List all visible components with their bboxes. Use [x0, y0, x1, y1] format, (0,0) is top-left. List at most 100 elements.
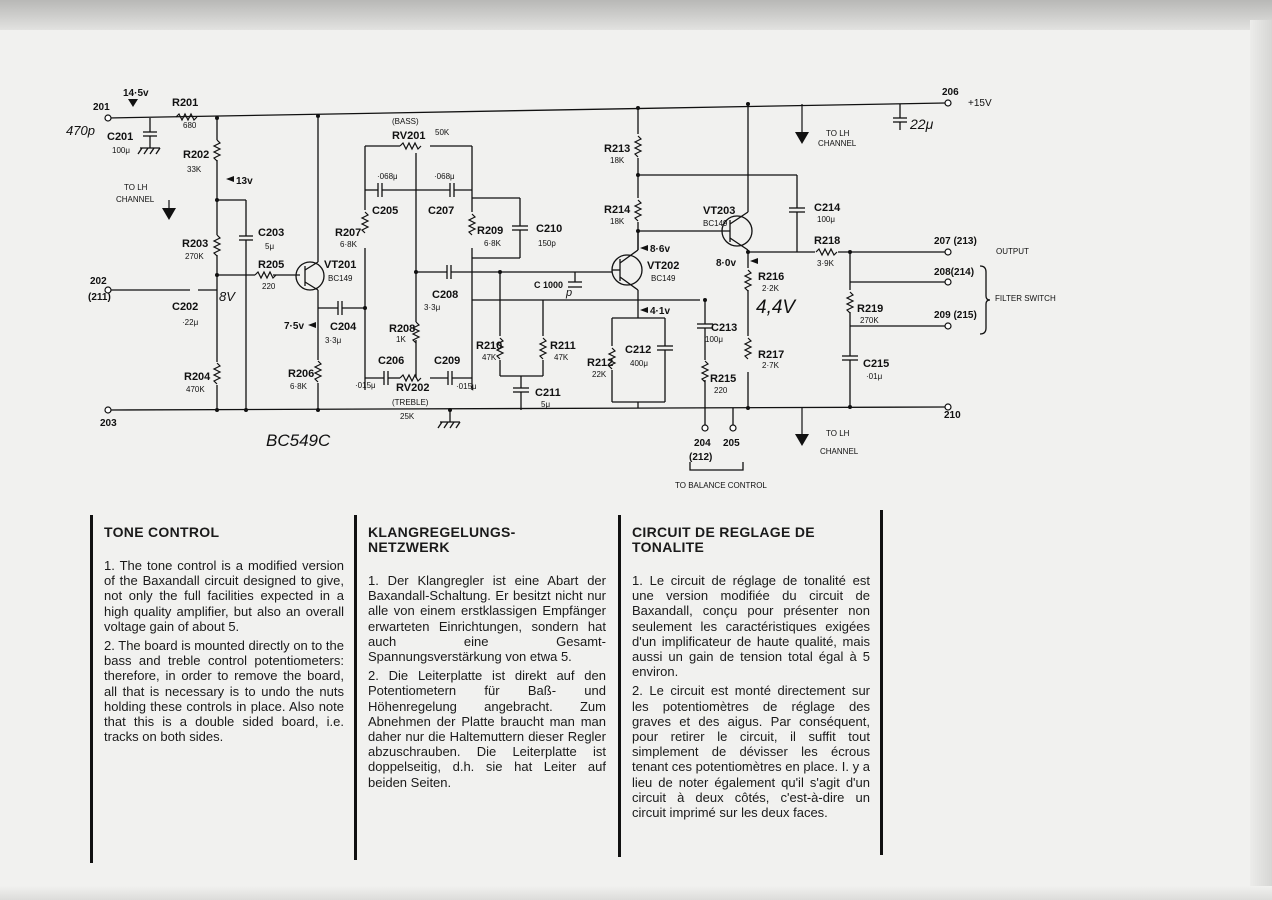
r212-value: 22K [592, 370, 607, 379]
r216-label: R216 [758, 271, 784, 283]
c201-label: C201 [107, 131, 133, 143]
vt202-label: VT202 [647, 260, 679, 272]
c215-value: ·01μ [866, 372, 883, 381]
c211-label: C211 [535, 387, 561, 399]
r210-label: R210 [476, 340, 502, 352]
column-divider [880, 510, 883, 855]
c207-value: ·068μ [434, 172, 455, 181]
c208-label: C208 [432, 289, 458, 301]
handwritten-8v: 8V [219, 289, 236, 304]
r203-label: R203 [182, 238, 208, 250]
vt201-label: VT201 [324, 259, 356, 271]
node-210: 210 [944, 410, 961, 421]
c203-label: C203 [258, 227, 284, 239]
r202-label: R202 [183, 149, 209, 161]
c210-value: 150p [538, 239, 556, 248]
r209-label: R209 [477, 225, 503, 237]
handwritten-4-4v: 4,4V [756, 297, 797, 318]
r211-value: 47K [554, 353, 569, 362]
c205-value: ·068μ [377, 172, 398, 181]
bass-label: (BASS) [392, 117, 419, 126]
paragraph: 1. Der Klangregler ist eine Abart der Ba… [368, 573, 606, 665]
arrow-left-icon [750, 258, 758, 264]
rv202-value: 25K [400, 412, 415, 421]
node-209: 209 (215) [934, 310, 977, 321]
r218-value: 3·9K [817, 259, 835, 268]
node-204: 204 [694, 438, 711, 449]
r209-value: 6·8K [484, 239, 502, 248]
french-column: CIRCUIT DE REGLAGE DE TONALITE 1. Le cir… [632, 515, 870, 824]
r215-label: R215 [710, 373, 736, 385]
page-top-edge [0, 0, 1272, 30]
r203-value: 270K [185, 252, 204, 261]
c213-label: C213 [711, 322, 737, 334]
r207-label: R207 [335, 227, 361, 239]
balance-control-label: TO BALANCE CONTROL [675, 481, 767, 490]
column-divider [90, 515, 93, 863]
arrow-left-icon [640, 245, 648, 251]
arrow-down-icon [795, 434, 809, 446]
r215-value: 220 [714, 386, 728, 395]
r205-value: 220 [262, 282, 276, 291]
to-lh-channel-2: TO LH [826, 129, 850, 138]
node-206: 206 [942, 87, 959, 98]
handwritten-p: p [565, 287, 572, 299]
voltage-8-0: 8·0v [716, 258, 736, 269]
r204-label: R204 [184, 371, 211, 383]
supply-voltage: +15V [968, 98, 992, 109]
r218-label: R218 [814, 235, 840, 247]
vt203-type: BC149 [703, 219, 728, 228]
r201-label: R201 [172, 97, 198, 109]
treble-label: (TREBLE) [392, 398, 429, 407]
node-203: 203 [100, 418, 117, 429]
r214-label: R214 [604, 204, 631, 216]
english-column: TONE CONTROL 1. The tone control is a mo… [104, 515, 344, 748]
r211-label: R211 [550, 340, 576, 352]
tone-control-schematic: 201 202 (211) 203 206 207 (213) 208(214)… [66, 87, 1056, 490]
voltage-14-5: 14·5v [123, 88, 149, 99]
c206-value: ·015μ [355, 381, 376, 390]
r217-value: 2·7K [762, 361, 780, 370]
node-201: 201 [93, 102, 110, 113]
c204-label: C204 [330, 321, 357, 333]
vt201-type: BC149 [328, 274, 353, 283]
paragraph: 1. The tone control is a modified versio… [104, 558, 344, 634]
handwritten-470p: 470p [66, 123, 95, 138]
column-divider [354, 515, 357, 860]
handwritten-22u: 22μ [909, 116, 934, 132]
node-207: 207 (213) [934, 236, 977, 247]
r208-value: 1K [396, 335, 406, 344]
arrow-left-icon [226, 176, 234, 182]
c214-value: 100μ [817, 215, 835, 224]
c209-value: ·015μ [456, 382, 477, 391]
r206-label: R206 [288, 368, 314, 380]
c204-value: 3·3μ [325, 336, 342, 345]
voltage-13: 13v [236, 176, 253, 187]
c205-label: C205 [372, 205, 398, 217]
paragraph: 2. Die Leiterplatte ist direkt auf den P… [368, 668, 606, 790]
voltage-7-5: 7·5v [284, 321, 304, 332]
r212-label: R212 [587, 357, 613, 369]
to-lh-channel-3b: CHANNEL [820, 447, 859, 456]
column-title: TONE CONTROL [104, 524, 220, 540]
r210-value: 47K [482, 353, 497, 362]
page-bottom-edge [0, 886, 1272, 900]
voltage-8-6: 8·6v [650, 244, 670, 255]
german-column: KLANGREGELUNGS-NETZWERK 1. Der Klangregl… [368, 515, 606, 794]
c213-value: 100μ [705, 335, 723, 344]
c201-value: 100μ [112, 146, 130, 155]
r217-label: R217 [758, 349, 784, 361]
c212-value: 400μ [630, 359, 648, 368]
c202-value: ·22μ [182, 318, 199, 327]
r219-value: 270K [860, 316, 879, 325]
arrow-left-icon [308, 322, 316, 328]
c215-label: C215 [863, 358, 889, 370]
rv201-label: RV201 [392, 130, 425, 142]
r206-value: 6·8K [290, 382, 308, 391]
c206-label: C206 [378, 355, 404, 367]
vt202-type: BC149 [651, 274, 676, 283]
node-205: 205 [723, 438, 740, 449]
paragraph: 2. The board is mounted directly on to t… [104, 638, 344, 745]
column-divider [618, 515, 621, 857]
